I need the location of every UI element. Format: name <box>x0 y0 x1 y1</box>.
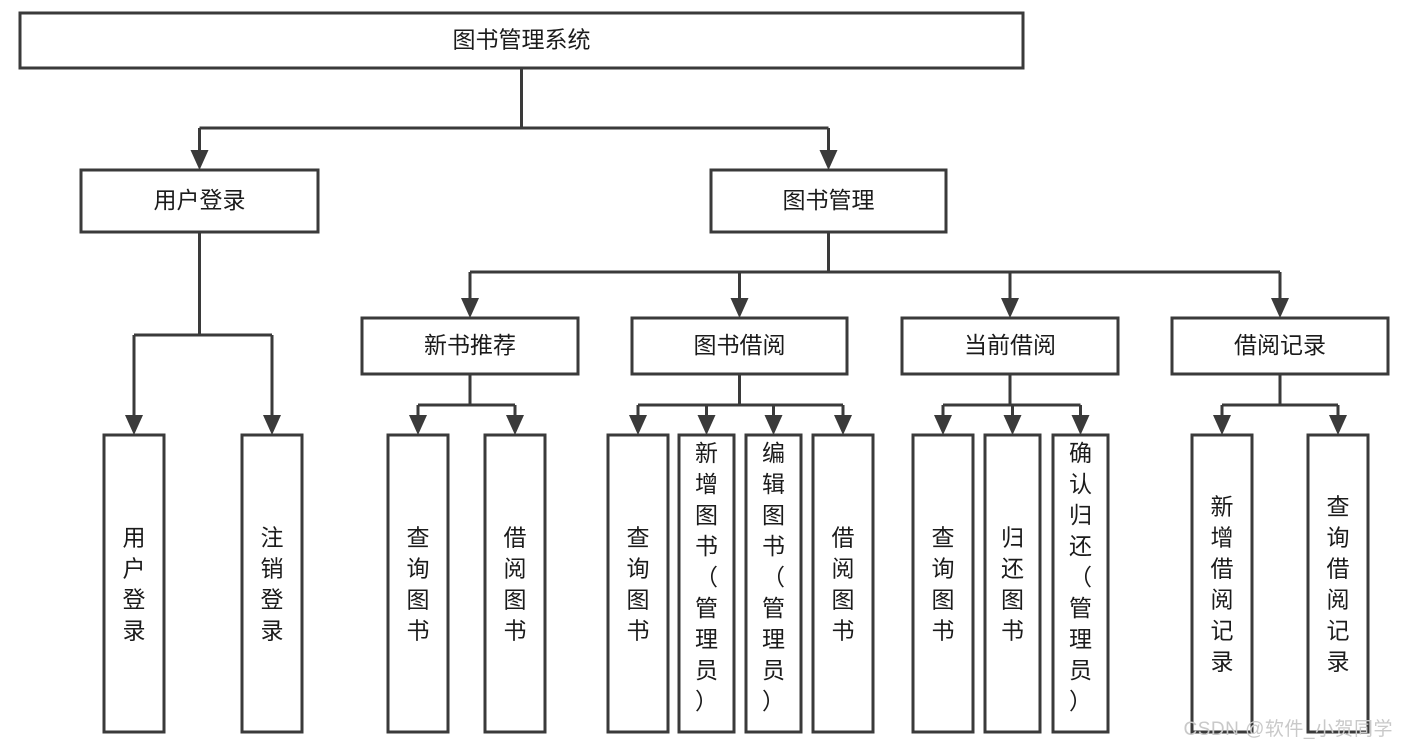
node-leaf-add-borrow-record[interactable]: 新增借阅记录 <box>1190 433 1254 734</box>
node-label: 新增图书（管理员） <box>695 440 718 714</box>
node-label: 查询图书 <box>627 525 650 644</box>
node-box <box>811 433 875 734</box>
node-box <box>18 11 1025 70</box>
node-box <box>386 433 450 734</box>
node-box <box>606 433 670 734</box>
node-box <box>102 433 166 734</box>
arrow-head-icon <box>461 298 479 318</box>
node-leaf-user-login[interactable]: 用户登录 <box>102 433 166 734</box>
nodes-layer: 图书管理系统用户登录图书管理新书推荐图书借阅当前借阅借阅记录用户登录注销登录查询… <box>18 11 1390 734</box>
arrow-head-icon <box>697 415 716 435</box>
node-box <box>360 316 580 376</box>
node-box <box>1170 316 1390 376</box>
node-label: 查询借阅记录 <box>1327 494 1350 675</box>
node-current-borrow[interactable]: 当前借阅 <box>900 316 1120 376</box>
node-box <box>911 433 975 734</box>
node-box <box>483 433 547 734</box>
arrow-head-icon <box>1001 298 1019 318</box>
node-root[interactable]: 图书管理系统 <box>18 11 1025 70</box>
node-label: 当前借阅 <box>964 332 1056 358</box>
node-new-book-recommend[interactable]: 新书推荐 <box>360 316 580 376</box>
node-label: 借阅图书 <box>832 525 855 644</box>
arrow-head-icon <box>834 415 852 435</box>
arrow-head-icon <box>1213 415 1231 435</box>
node-label: 图书管理系统 <box>453 27 591 53</box>
node-box <box>240 433 304 734</box>
node-box <box>630 316 849 376</box>
node-label: 新书推荐 <box>424 332 516 358</box>
node-leaf-query-book-recommend[interactable]: 查询图书 <box>386 433 450 734</box>
node-borrow-record[interactable]: 借阅记录 <box>1170 316 1390 376</box>
arrow-head-icon <box>1071 415 1090 435</box>
arrow-head-icon <box>819 150 838 170</box>
node-label: 图书管理 <box>783 187 875 213</box>
arrow-head-icon <box>506 415 524 435</box>
node-leaf-query-book-current[interactable]: 查询图书 <box>911 433 975 734</box>
node-label: 用户登录 <box>123 525 146 644</box>
node-box <box>900 316 1120 376</box>
node-leaf-add-book[interactable]: 新增图书（管理员） <box>677 433 736 734</box>
arrow-head-icon <box>1003 415 1022 435</box>
node-box <box>1190 433 1254 734</box>
arrow-head-icon <box>730 298 749 318</box>
node-leaf-return-book[interactable]: 归还图书 <box>983 433 1042 734</box>
node-leaf-borrow-book[interactable]: 借阅图书 <box>811 433 875 734</box>
arrow-head-icon <box>629 415 647 435</box>
arrow-head-icon <box>1329 415 1347 435</box>
node-label: 借阅记录 <box>1234 332 1326 358</box>
node-label: 借阅图书 <box>504 525 527 644</box>
node-label: 新增借阅记录 <box>1211 494 1234 675</box>
node-label: 查询图书 <box>407 525 430 644</box>
node-book-borrow[interactable]: 图书借阅 <box>630 316 849 376</box>
node-leaf-query-borrow-record[interactable]: 查询借阅记录 <box>1306 433 1370 734</box>
node-leaf-borrow-book-recommend[interactable]: 借阅图书 <box>483 433 547 734</box>
arrow-head-icon <box>263 415 281 435</box>
node-user-login[interactable]: 用户登录 <box>79 168 320 234</box>
node-box <box>744 433 803 734</box>
node-label: 用户登录 <box>154 187 246 213</box>
node-label: 查询图书 <box>932 525 955 644</box>
arrow-head-icon <box>409 415 427 435</box>
node-box <box>677 433 736 734</box>
node-book-management[interactable]: 图书管理 <box>709 168 948 234</box>
arrow-head-icon <box>125 415 143 435</box>
arrow-head-icon <box>934 415 952 435</box>
arrow-head-icon <box>1271 298 1289 318</box>
node-label: 注销登录 <box>261 525 284 644</box>
node-box <box>79 168 320 234</box>
node-box <box>1051 433 1110 734</box>
node-leaf-confirm-return[interactable]: 确认归还（管理员） <box>1051 433 1110 734</box>
node-leaf-logout[interactable]: 注销登录 <box>240 433 304 734</box>
node-label: 图书借阅 <box>694 332 786 358</box>
node-label: 归还图书 <box>1001 525 1024 644</box>
node-label: 编辑图书（管理员） <box>762 440 785 714</box>
arrow-head-icon <box>190 150 209 170</box>
node-label: 确认归还（管理员） <box>1069 440 1092 714</box>
node-leaf-query-book-borrow[interactable]: 查询图书 <box>606 433 670 734</box>
arrow-head-icon <box>764 415 783 435</box>
node-box <box>709 168 948 234</box>
node-box <box>1306 433 1370 734</box>
node-box <box>983 433 1042 734</box>
connectors-layer <box>125 68 1347 435</box>
node-leaf-edit-book[interactable]: 编辑图书（管理员） <box>744 433 803 734</box>
